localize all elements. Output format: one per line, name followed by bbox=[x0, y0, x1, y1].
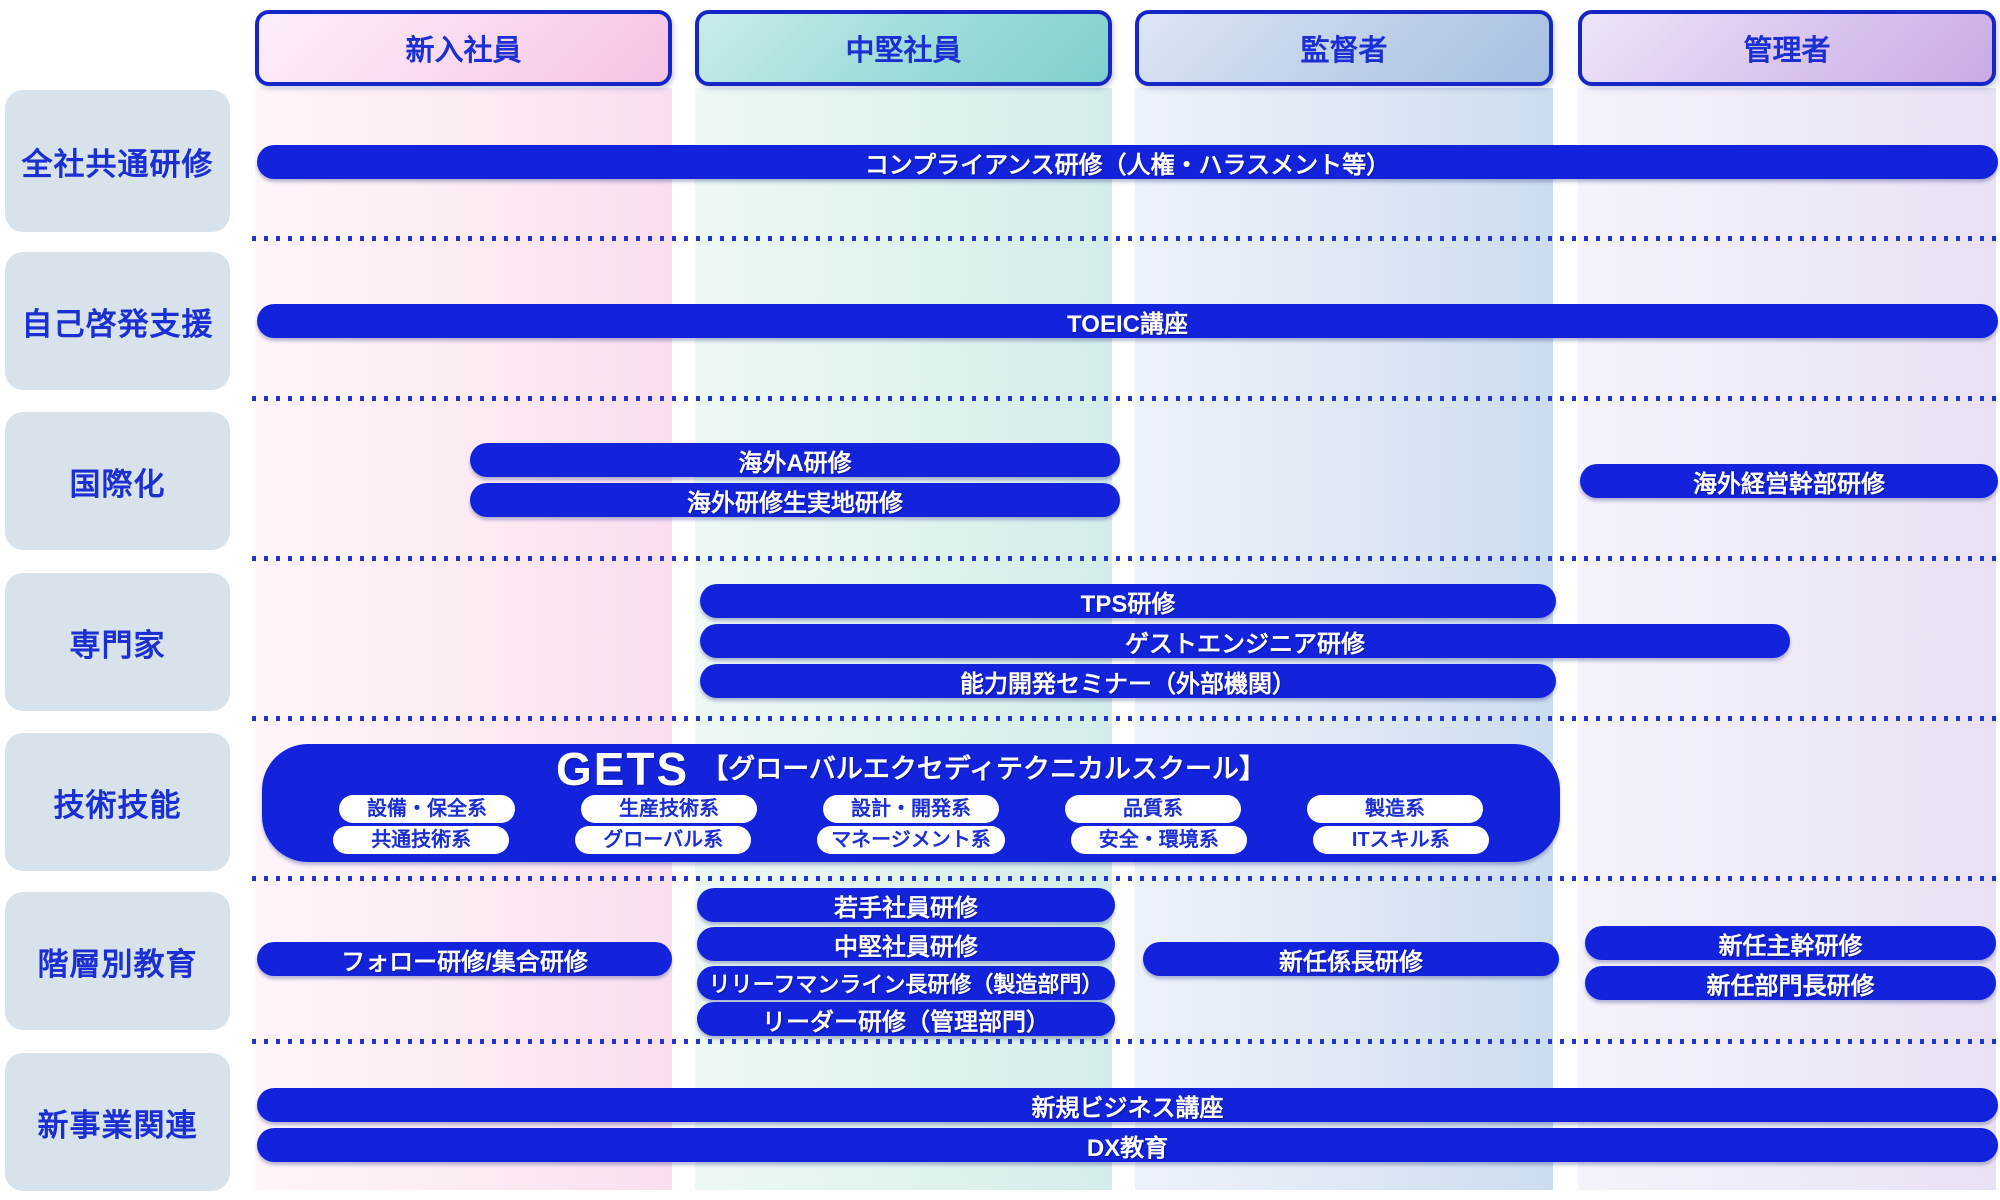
bar-new-senior-staff-training: 新任主幹研修 bbox=[1585, 926, 1996, 960]
bar-new-department-head-training: 新任部門長研修 bbox=[1585, 966, 1996, 1000]
gets-tag-design-development: 設計・開発系 bbox=[823, 795, 999, 823]
gets-title-sub: 【グローバルエクセディテクニカルスクール】 bbox=[701, 753, 1267, 784]
column-header-supervisor: 監督者 bbox=[1135, 10, 1553, 86]
column-header-mid-level: 中堅社員 bbox=[695, 10, 1112, 86]
gets-tag-row-1: 設備・保全系 生産技術系 設計・開発系 品質系 製造系 bbox=[339, 795, 1483, 823]
gets-tag-quality: 品質系 bbox=[1065, 795, 1241, 823]
bar-overseas-a-training: 海外A研修 bbox=[470, 443, 1120, 477]
bar-mid-level-employee-training: 中堅社員研修 bbox=[697, 927, 1115, 961]
bar-tps-training: TPS研修 bbox=[700, 584, 1556, 618]
row-label-technical-skills: 技術技能 bbox=[5, 733, 230, 871]
row-separator-5 bbox=[252, 876, 2000, 881]
row-separator-2 bbox=[252, 396, 2000, 401]
bar-toeic-course: TOEIC講座 bbox=[257, 304, 1998, 338]
gets-tag-it-skills: ITスキル系 bbox=[1312, 826, 1489, 854]
row-label-company-wide: 全社共通研修 bbox=[5, 90, 230, 232]
gets-title: GETS 【グローバルエクセディテクニカルスクール】 bbox=[556, 746, 1266, 792]
gets-tag-safety-environment: 安全・環境系 bbox=[1070, 826, 1247, 854]
row-label-internationalization: 国際化 bbox=[5, 412, 230, 550]
row-label-rank-based: 階層別教育 bbox=[5, 892, 230, 1030]
column-band-newcomer bbox=[255, 88, 672, 1190]
bar-follow-up-group-training: フォロー研修/集合研修 bbox=[257, 942, 672, 976]
gets-tag-equipment-maintenance: 設備・保全系 bbox=[339, 795, 515, 823]
row-separator-1 bbox=[252, 236, 2000, 241]
row-separator-3 bbox=[252, 556, 2000, 561]
bar-capability-development-seminar: 能力開発セミナー（外部機関） bbox=[700, 664, 1556, 698]
gets-tag-production-engineering: 生産技術系 bbox=[581, 795, 757, 823]
gets-tag-common-technology: 共通技術系 bbox=[333, 826, 510, 854]
bar-dx-education: DX教育 bbox=[257, 1128, 1998, 1162]
bar-overseas-executive-training: 海外経営幹部研修 bbox=[1580, 464, 1998, 498]
gets-tag-manufacturing: 製造系 bbox=[1307, 795, 1483, 823]
column-header-newcomer: 新入社員 bbox=[255, 10, 672, 86]
bar-new-section-chief-training: 新任係長研修 bbox=[1143, 942, 1559, 976]
bar-new-business-course: 新規ビジネス講座 bbox=[257, 1088, 1998, 1122]
row-label-new-business: 新事業関連 bbox=[5, 1053, 230, 1191]
row-label-self-development: 自己啓発支援 bbox=[5, 252, 230, 390]
row-separator-4 bbox=[252, 716, 2000, 721]
column-header-manager: 管理者 bbox=[1578, 10, 1996, 86]
bar-young-employee-training: 若手社員研修 bbox=[697, 888, 1115, 922]
gets-title-main: GETS bbox=[555, 743, 690, 795]
bar-compliance-training: コンプライアンス研修（人権・ハラスメント等） bbox=[257, 145, 1998, 179]
row-label-specialist: 専門家 bbox=[5, 573, 230, 711]
bar-reliefman-line-leader-training: リリーフマンライン長研修（製造部門） bbox=[697, 966, 1115, 1000]
bar-guest-engineer-training: ゲストエンジニア研修 bbox=[700, 624, 1790, 658]
bar-overseas-trainee-field-training: 海外研修生実地研修 bbox=[470, 483, 1120, 517]
bar-leader-training-admin: リーダー研修（管理部門） bbox=[697, 1002, 1115, 1036]
row-separator-6 bbox=[252, 1039, 2000, 1044]
gets-block: GETS 【グローバルエクセディテクニカルスクール】 設備・保全系 生産技術系 … bbox=[262, 744, 1560, 862]
gets-tag-global: グローバル系 bbox=[575, 826, 752, 854]
gets-tag-row-2: 共通技術系 グローバル系 マネージメント系 安全・環境系 ITスキル系 bbox=[333, 826, 1489, 854]
gets-tag-management: マネージメント系 bbox=[817, 826, 1005, 854]
